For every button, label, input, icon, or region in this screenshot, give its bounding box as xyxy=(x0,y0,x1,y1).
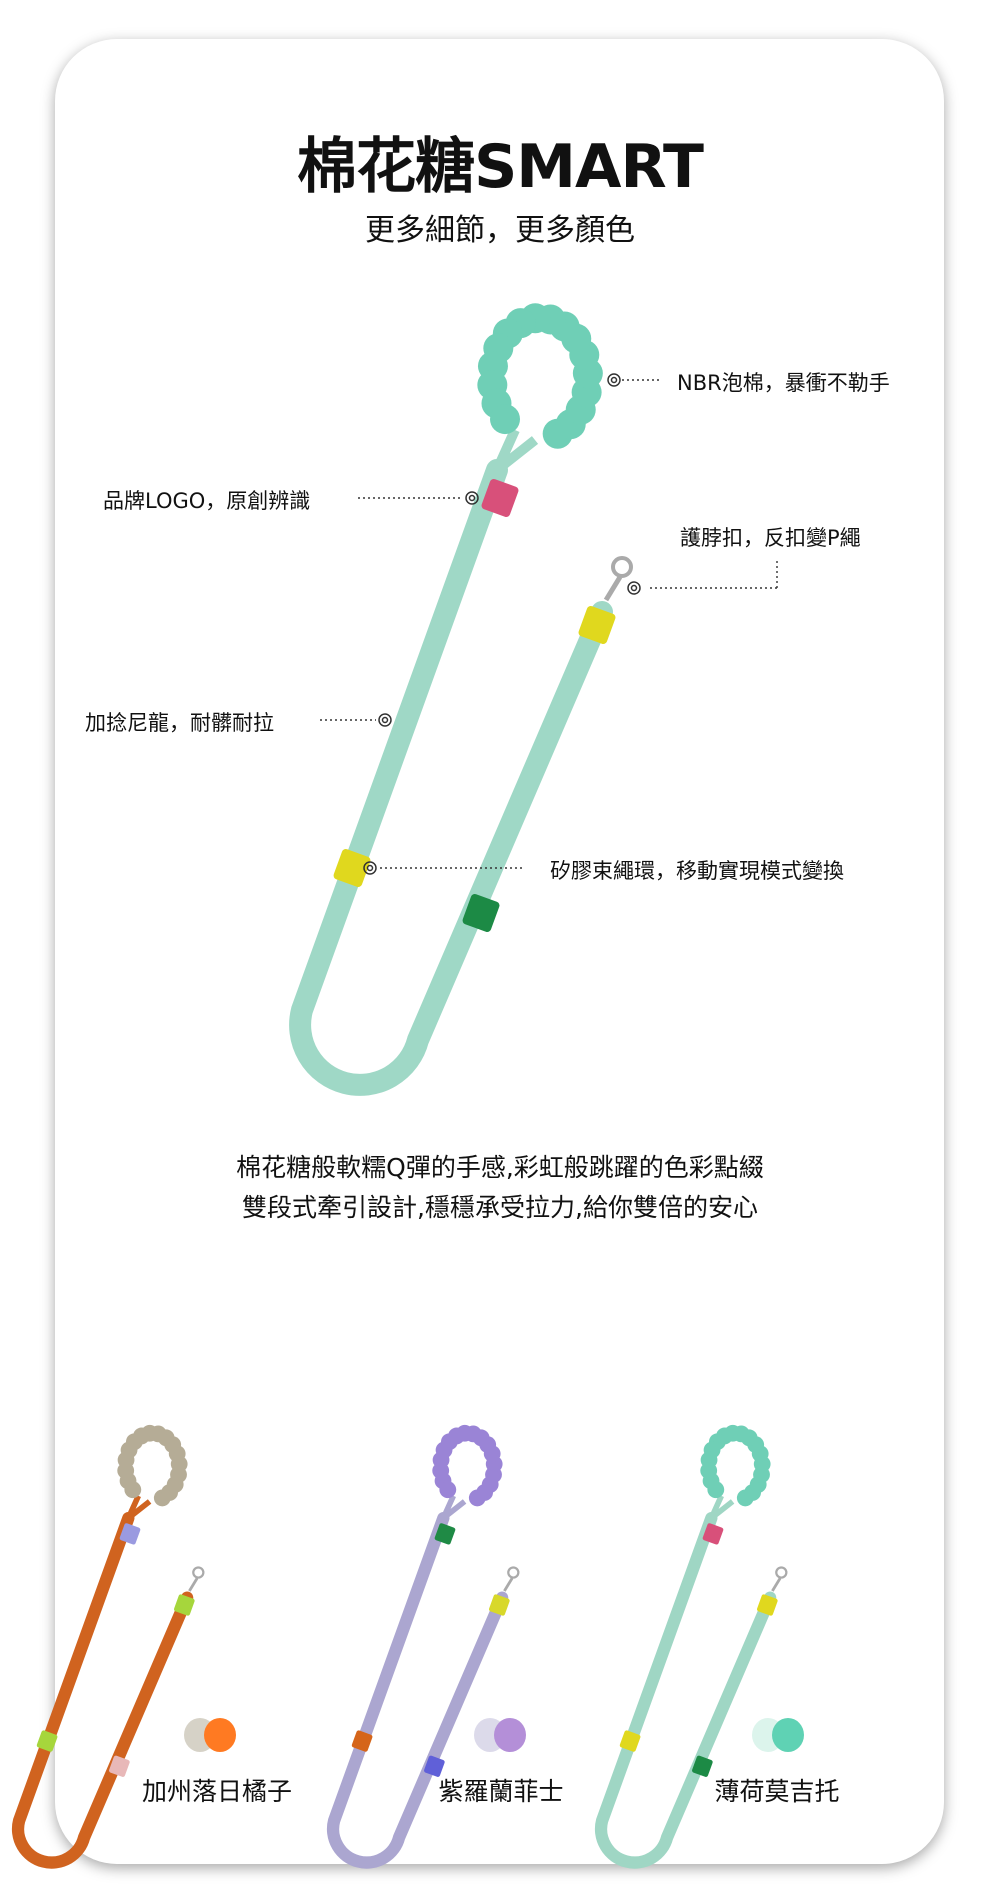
clasp-icon xyxy=(507,1566,520,1579)
clasp-icon xyxy=(775,1566,788,1579)
rope-fork xyxy=(492,427,539,474)
color-swatch-mint[interactable] xyxy=(752,1718,804,1752)
rope xyxy=(289,459,613,1096)
description-line-1: 棉花糖般軟糯Q彈的手感,彩虹般跳躍的色彩點綴 xyxy=(236,1153,764,1182)
foam-bead xyxy=(707,1481,725,1499)
silicone-band xyxy=(119,1523,141,1545)
rope-fork xyxy=(708,1494,735,1521)
main-leash-image xyxy=(289,303,633,1096)
clasp-stem xyxy=(503,1577,514,1592)
rope xyxy=(326,1512,509,1869)
leash-image-mint xyxy=(594,1424,788,1869)
callout-clasp: 護脖扣，反扣變P繩 xyxy=(680,526,861,550)
callout-nylon: 加捻尼龍，耐髒耐拉 xyxy=(85,711,274,735)
callout-markers xyxy=(363,373,641,875)
clasp-icon xyxy=(611,556,633,578)
silicone-band xyxy=(109,1755,130,1777)
rope-fork xyxy=(440,1494,467,1521)
leash-image-violet xyxy=(326,1424,520,1869)
silicone-band xyxy=(488,1594,510,1616)
silicone-band xyxy=(333,848,371,888)
description-line-2: 雙段式牽引設計,穩穩承受拉力,給你雙倍的安心 xyxy=(242,1193,758,1222)
page-subtitle: 更多細節，更多顏色 xyxy=(365,213,635,248)
silicone-band xyxy=(692,1755,713,1777)
callout-foam: NBR泡棉，暴衝不勒手 xyxy=(677,371,890,395)
silicone-band xyxy=(481,478,519,518)
variant-name-violet: 紫羅蘭菲士 xyxy=(438,1777,564,1806)
color-swatch-orange[interactable] xyxy=(184,1718,236,1752)
silicone-band xyxy=(756,1594,778,1616)
color-swatch-violet[interactable] xyxy=(474,1718,526,1752)
foam-bead xyxy=(439,1481,457,1499)
silicone-band xyxy=(173,1594,195,1616)
callout-logo: 品牌LOGO，原創辨識 xyxy=(103,489,311,513)
leash-image-orange xyxy=(11,1424,205,1869)
silicone-band xyxy=(351,1730,373,1752)
clasp-stem xyxy=(188,1577,199,1592)
clasp-icon xyxy=(192,1566,205,1579)
silicone-band xyxy=(434,1523,456,1545)
callout-lines xyxy=(320,379,778,869)
variant-name-orange: 加州落日橘子 xyxy=(141,1777,292,1806)
silicone-band xyxy=(702,1523,724,1545)
silicone-band xyxy=(578,605,616,645)
silicone-band xyxy=(424,1755,445,1777)
rope-fork xyxy=(125,1494,152,1521)
foam-bead xyxy=(124,1481,142,1499)
silicone-band xyxy=(36,1730,58,1752)
variant-name-mint: 薄荷莫吉托 xyxy=(714,1777,840,1806)
silicone-band xyxy=(462,893,500,933)
foam-bead xyxy=(490,404,521,435)
rope xyxy=(11,1512,194,1869)
rope xyxy=(594,1512,777,1869)
silicone-band xyxy=(619,1730,641,1752)
clasp-stem xyxy=(771,1577,782,1592)
page-title: 棉花糖SMART xyxy=(297,132,704,202)
clasp-stem xyxy=(603,575,623,602)
callout-ring: 矽膠束繩環，移動實現模式變換 xyxy=(550,859,844,883)
